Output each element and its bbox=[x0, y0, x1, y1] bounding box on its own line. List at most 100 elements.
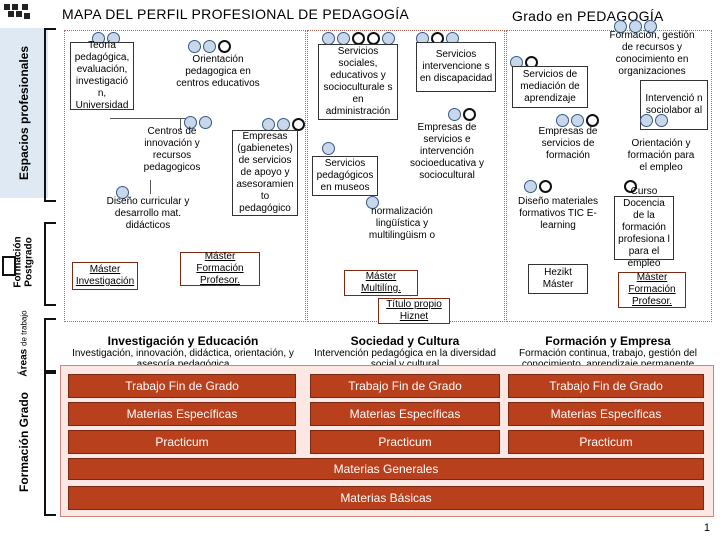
person-icon bbox=[629, 20, 642, 33]
person-icon bbox=[322, 142, 335, 155]
areas-band: Áreas de trabajo bbox=[0, 310, 48, 376]
person-icon bbox=[218, 40, 231, 53]
grado-bracket bbox=[44, 372, 56, 516]
person-icon bbox=[448, 108, 461, 121]
person-icon bbox=[292, 118, 305, 131]
tfg-button-2[interactable]: Trabajo Fin de Grado bbox=[310, 374, 500, 398]
areas-bracket bbox=[44, 318, 56, 372]
icon-group bbox=[116, 186, 129, 199]
especificas-button-3[interactable]: Materias Específicas bbox=[508, 402, 704, 426]
column-frame-3 bbox=[506, 30, 712, 322]
practicum-button-1[interactable]: Practicum bbox=[68, 430, 296, 454]
postgrado-label-2: Postgrado bbox=[24, 237, 35, 287]
person-icon bbox=[644, 20, 657, 33]
area-sub-3: Formación continua, trabajo, gestión del… bbox=[519, 348, 697, 370]
card-empresas-int: Empresas de servicios e intervención soc… bbox=[410, 122, 484, 181]
card-servicios-ped: Servicios pedagógicos en museos bbox=[312, 156, 378, 196]
card-empresas-form: Empresas de servicios de formación bbox=[538, 126, 598, 161]
master-multilingue-label: Máster Multilíng. bbox=[360, 271, 401, 294]
person-icon bbox=[539, 180, 552, 193]
card-formacion-gestion: Formación, gestión de recursos y conocim… bbox=[609, 30, 695, 77]
icon-group bbox=[188, 40, 231, 53]
master-investigacion[interactable]: Máster Investigación bbox=[72, 262, 138, 290]
connector bbox=[180, 118, 181, 130]
area-head-2: Sociedad y Cultura bbox=[350, 334, 460, 348]
areas-label-2: de trabajo bbox=[19, 309, 29, 346]
icon-group bbox=[640, 114, 668, 127]
card-diseno: Diseño curricular y desarrollo mat. didá… bbox=[106, 196, 190, 231]
practicum-button-2[interactable]: Practicum bbox=[310, 430, 500, 454]
person-icon bbox=[184, 116, 197, 129]
person-icon bbox=[640, 114, 653, 127]
tfg-button-3[interactable]: Trabajo Fin de Grado bbox=[508, 374, 704, 398]
page-number: 1 bbox=[703, 522, 710, 534]
person-icon bbox=[614, 20, 627, 33]
icon-group bbox=[366, 196, 379, 209]
icon-group bbox=[614, 20, 657, 33]
person-icon bbox=[199, 116, 212, 129]
card-empresas-gab: Empresas (gabienetes) de servicios de ap… bbox=[232, 130, 298, 216]
basicas-button[interactable]: Materias Básicas bbox=[68, 486, 704, 510]
card-centros: Centros de innovación y recursos pedagog… bbox=[143, 126, 201, 173]
master-hezikt-label: Hezikt Máster bbox=[542, 267, 574, 290]
card-normalizacion: normalización lingüística y multilingüis… bbox=[368, 206, 436, 241]
icon-group bbox=[556, 114, 599, 127]
espacios-label: Espacios profesionales bbox=[17, 45, 31, 181]
postgrado-marker bbox=[2, 256, 16, 276]
especificas-button-1[interactable]: Materias Específicas bbox=[68, 402, 296, 426]
master-formacion-profesor-2[interactable]: Máster Formación Profesor. bbox=[618, 272, 686, 308]
master-investigacion-label: Máster Investigación bbox=[75, 264, 135, 287]
tfg-button-1[interactable]: Trabajo Fin de Grado bbox=[68, 374, 296, 398]
titulo-hiznet-label: Título propio Hiznet bbox=[386, 299, 442, 322]
person-icon bbox=[188, 40, 201, 53]
master-multilingue[interactable]: Máster Multilíng. bbox=[344, 270, 418, 296]
grado-band-side: Formación Grado bbox=[0, 372, 48, 512]
area-sub-2: Intervención pedagógica en la diversidad… bbox=[314, 348, 496, 370]
card-curso-docencia: Curso Docencia de la formación profesion… bbox=[614, 186, 674, 269]
person-icon bbox=[571, 114, 584, 127]
area-sub-1: Investigación, innovación, didáctica, or… bbox=[72, 348, 294, 370]
postgrado-bracket bbox=[44, 222, 56, 306]
card-diseno-tic: Diseño materiales formativos TIC E-learn… bbox=[517, 196, 599, 231]
icon-group bbox=[184, 116, 212, 129]
master-formacion-profesor-1[interactable]: Máster Formación Profesor. bbox=[180, 251, 260, 286]
espacios-bracket bbox=[44, 28, 56, 202]
area-head-1: Investigación y Educación bbox=[107, 334, 259, 348]
person-icon bbox=[203, 40, 216, 53]
master-formacion-profesor-2-label: Máster Formación Profesor. bbox=[628, 272, 676, 307]
card-orientacion: Orientación pedagogica en centros educat… bbox=[176, 54, 260, 89]
university-logo bbox=[2, 2, 40, 22]
person-icon bbox=[556, 114, 569, 127]
practicum-button-3[interactable]: Practicum bbox=[508, 430, 704, 454]
page-title: MAPA DEL PERFIL PROFESIONAL DE PEDAGOGÍA bbox=[62, 6, 410, 22]
icon-group bbox=[322, 32, 395, 45]
connector bbox=[150, 180, 151, 194]
person-icon bbox=[524, 180, 537, 193]
icon-group bbox=[524, 180, 552, 193]
formacion-grado-label: Formación Grado bbox=[17, 391, 32, 493]
person-icon bbox=[586, 114, 599, 127]
icon-group bbox=[262, 118, 305, 131]
connector bbox=[110, 118, 190, 119]
icon-group bbox=[624, 180, 637, 193]
espacios-band: Espacios profesionales bbox=[0, 28, 48, 198]
titulo-hiznet[interactable]: Título propio Hiznet bbox=[378, 298, 450, 324]
card-servicios-int: Servicios intervencione s en discapacida… bbox=[416, 42, 496, 92]
person-icon bbox=[624, 180, 637, 193]
generales-button[interactable]: Materias Generales bbox=[68, 458, 704, 480]
icon-group bbox=[448, 108, 476, 121]
area-head-3: Formación y Empresa bbox=[545, 334, 671, 348]
person-icon bbox=[116, 186, 129, 199]
card-teoria: Teoría pedagógica, evaluación, investiga… bbox=[70, 40, 134, 111]
master-hezikt[interactable]: Hezikt Máster bbox=[528, 264, 588, 294]
especificas-button-2[interactable]: Materias Específicas bbox=[310, 402, 500, 426]
person-icon bbox=[655, 114, 668, 127]
column-frame-1 bbox=[64, 30, 306, 322]
master-formacion-profesor-1-label: Máster Formación Profesor. bbox=[196, 251, 244, 286]
grado-title: Grado en PEDAGOGÍA bbox=[512, 8, 664, 24]
person-icon bbox=[463, 108, 476, 121]
card-orientacion-empleo: Orientación y formación para el empleo bbox=[627, 138, 695, 173]
icon-group bbox=[322, 142, 335, 155]
card-mediacion: Servicios de mediación de aprendizaje bbox=[512, 66, 588, 108]
card-servicios-soc: Servicios sociales, educativos y sociocu… bbox=[318, 44, 398, 120]
